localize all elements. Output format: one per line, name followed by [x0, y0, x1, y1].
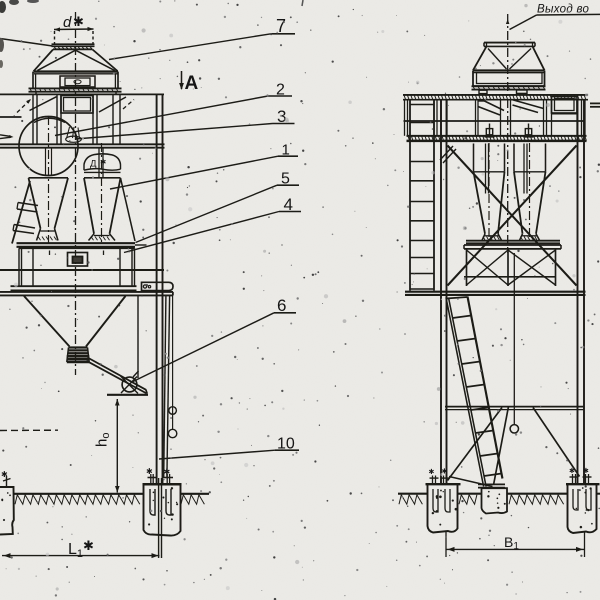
svg-text:7: 7 — [276, 16, 286, 36]
svg-text:6: 6 — [277, 296, 286, 315]
svg-text:1: 1 — [282, 142, 290, 159]
svg-text:✱: ✱ — [1, 470, 8, 479]
svg-text:4: 4 — [284, 195, 293, 214]
svg-text:✱: ✱ — [569, 467, 575, 475]
svg-text:3: 3 — [277, 107, 286, 126]
svg-text:Выход во: Выход во — [537, 4, 590, 16]
svg-text:A: A — [185, 73, 199, 94]
svg-text:✱: ✱ — [164, 468, 171, 477]
svg-text:✱: ✱ — [146, 467, 153, 476]
svg-text:2: 2 — [276, 82, 285, 99]
svg-text:✱: ✱ — [583, 467, 589, 475]
svg-text:✱: ✱ — [73, 14, 84, 29]
svg-text:✱: ✱ — [429, 468, 435, 476]
svg-text:5: 5 — [281, 171, 290, 188]
svg-text:✱: ✱ — [442, 468, 448, 476]
svg-text:10: 10 — [277, 436, 295, 453]
svg-text:d: d — [63, 14, 72, 31]
svg-text:Д: Д — [90, 159, 97, 170]
